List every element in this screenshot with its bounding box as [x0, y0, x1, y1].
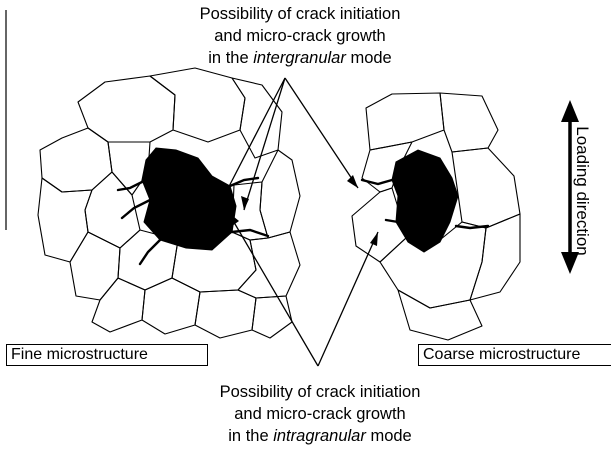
crack — [362, 180, 392, 184]
crack — [456, 226, 488, 228]
fine-grain — [92, 278, 145, 332]
fine-grain — [150, 68, 245, 142]
arrow-bottom-to-coarse — [318, 232, 378, 366]
crack — [140, 240, 160, 264]
leader-lines — [222, 78, 378, 366]
arrowhead — [370, 232, 378, 246]
fine-grain — [238, 232, 300, 298]
fine-grain — [260, 150, 300, 238]
coarse-grain — [440, 93, 498, 152]
arrow-bottom-to-fine — [228, 212, 318, 366]
caption-line: in the intragranular mode — [170, 425, 470, 447]
fine-grain — [252, 296, 292, 338]
caption-line: Possibility of crack initiation — [170, 381, 470, 403]
fine-grain — [78, 76, 175, 142]
intragranular-caption: Possibility of crack initiation and micr… — [170, 381, 470, 447]
coarse-grain — [398, 290, 482, 340]
fine-microstructure-label: Fine microstructure — [6, 344, 208, 366]
caption-line: in the intergranular mode — [150, 47, 450, 69]
arrow-to-fine-left — [222, 78, 285, 200]
crack — [232, 230, 268, 236]
caption-line: Possibility of crack initiation — [150, 3, 450, 25]
coarse-microstructure-label: Coarse microstructure — [418, 344, 611, 366]
intragranular-term: intragranular — [273, 427, 366, 445]
coarse-grain — [366, 93, 444, 150]
loading-direction-label: Loading direction — [571, 116, 593, 266]
fine-grain — [232, 78, 282, 158]
coarse-void — [392, 150, 458, 252]
fine-grain — [38, 178, 92, 262]
fine-grain — [195, 290, 256, 338]
intergranular-term: intergranular — [253, 49, 346, 67]
fine-grain — [70, 232, 120, 300]
arrow-to-coarse — [285, 78, 358, 188]
fine-grain — [142, 278, 200, 334]
caption-line: and micro-crack growth — [170, 403, 470, 425]
crack — [118, 180, 146, 190]
intergranular-caption: Possibility of crack initiation and micr… — [150, 3, 450, 69]
caption-line: and micro-crack growth — [150, 25, 450, 47]
coarse-grain — [452, 148, 520, 228]
arrowhead — [347, 175, 358, 188]
